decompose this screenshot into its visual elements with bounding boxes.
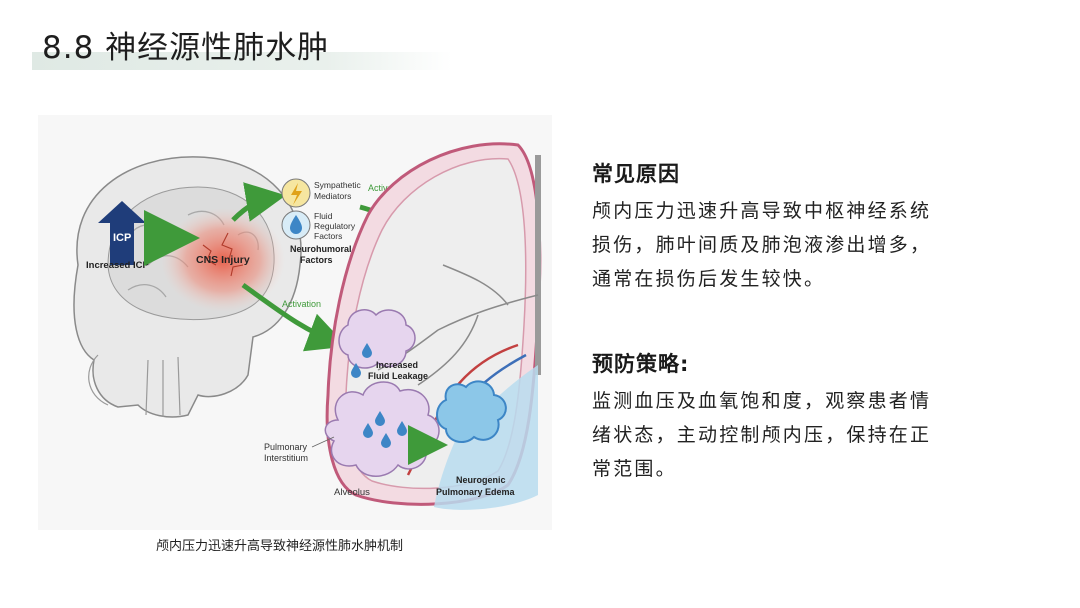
fluid-label-1: Fluid (314, 211, 333, 221)
interstitium-label-1: Pulmonary (264, 442, 308, 452)
prevention-line-2: 绪状态，主动控制颅内压，保持在正 (592, 424, 931, 446)
causes-section: 常见原因 颅内压力迅速升高导致中枢神经系统 损伤，肺叶间质及肺泡液渗出增多， 通… (592, 158, 1012, 296)
causes-line-3: 通常在损伤后发生较快。 (592, 268, 825, 290)
mechanism-illustration: ICP Increased ICP CNS Injury Sympathetic… (38, 115, 552, 530)
neurohumoral-label-1: Neurohumoral (290, 244, 352, 254)
interstitium-label-2: Interstitium (264, 453, 308, 463)
alveolus-label: Alveolus (334, 487, 370, 498)
edema-label-2: Pulmonary Edema (436, 487, 516, 497)
increased-icp-label: Increased ICP (86, 260, 149, 271)
figure-caption: 颅内压力迅速升高导致神经源性肺水肿机制 (156, 535, 403, 554)
sympathetic-label-2: Mediators (314, 191, 351, 201)
sympathetic-label-1: Sympathetic (314, 180, 362, 190)
fluid-label-2: Regulatory (314, 221, 356, 231)
page-title: 8.8 神经源性肺水肿 (42, 22, 329, 67)
causes-body: 颅内压力迅速升高导致中枢神经系统 损伤，肺叶间质及肺泡液渗出增多， 通常在损伤后… (592, 194, 1012, 296)
prevention-section: 预防策略: 监测血压及血氧饱和度，观察患者情 绪状态，主动控制颅内压，保持在正 … (592, 348, 1012, 486)
cns-injury-label: CNS Injury (196, 254, 250, 266)
leak-label-1: Increased (376, 360, 418, 370)
prevention-heading: 预防策略: (592, 348, 1012, 378)
icp-arrow-label: ICP (113, 232, 131, 244)
causes-line-1: 颅内压力迅速升高导致中枢神经系统 (592, 200, 931, 222)
prevention-body: 监测血压及血氧饱和度，观察患者情 绪状态，主动控制颅内压，保持在正 常范围。 (592, 384, 1012, 486)
edema-label-1: Neurogenic (456, 475, 506, 485)
fluid-label-3: Factors (314, 231, 342, 241)
causes-line-2: 损伤，肺叶间质及肺泡液渗出增多， (592, 234, 931, 256)
neurohumoral-label-2: Factors (300, 255, 333, 265)
activation-label-mid: Activation (282, 299, 321, 309)
prevention-line-3: 常范围。 (592, 458, 677, 480)
causes-heading: 常见原因 (592, 158, 1012, 188)
prevention-line-1: 监测血压及血氧饱和度，观察患者情 (592, 390, 931, 412)
leak-label-2: Fluid Leakage (368, 371, 428, 381)
